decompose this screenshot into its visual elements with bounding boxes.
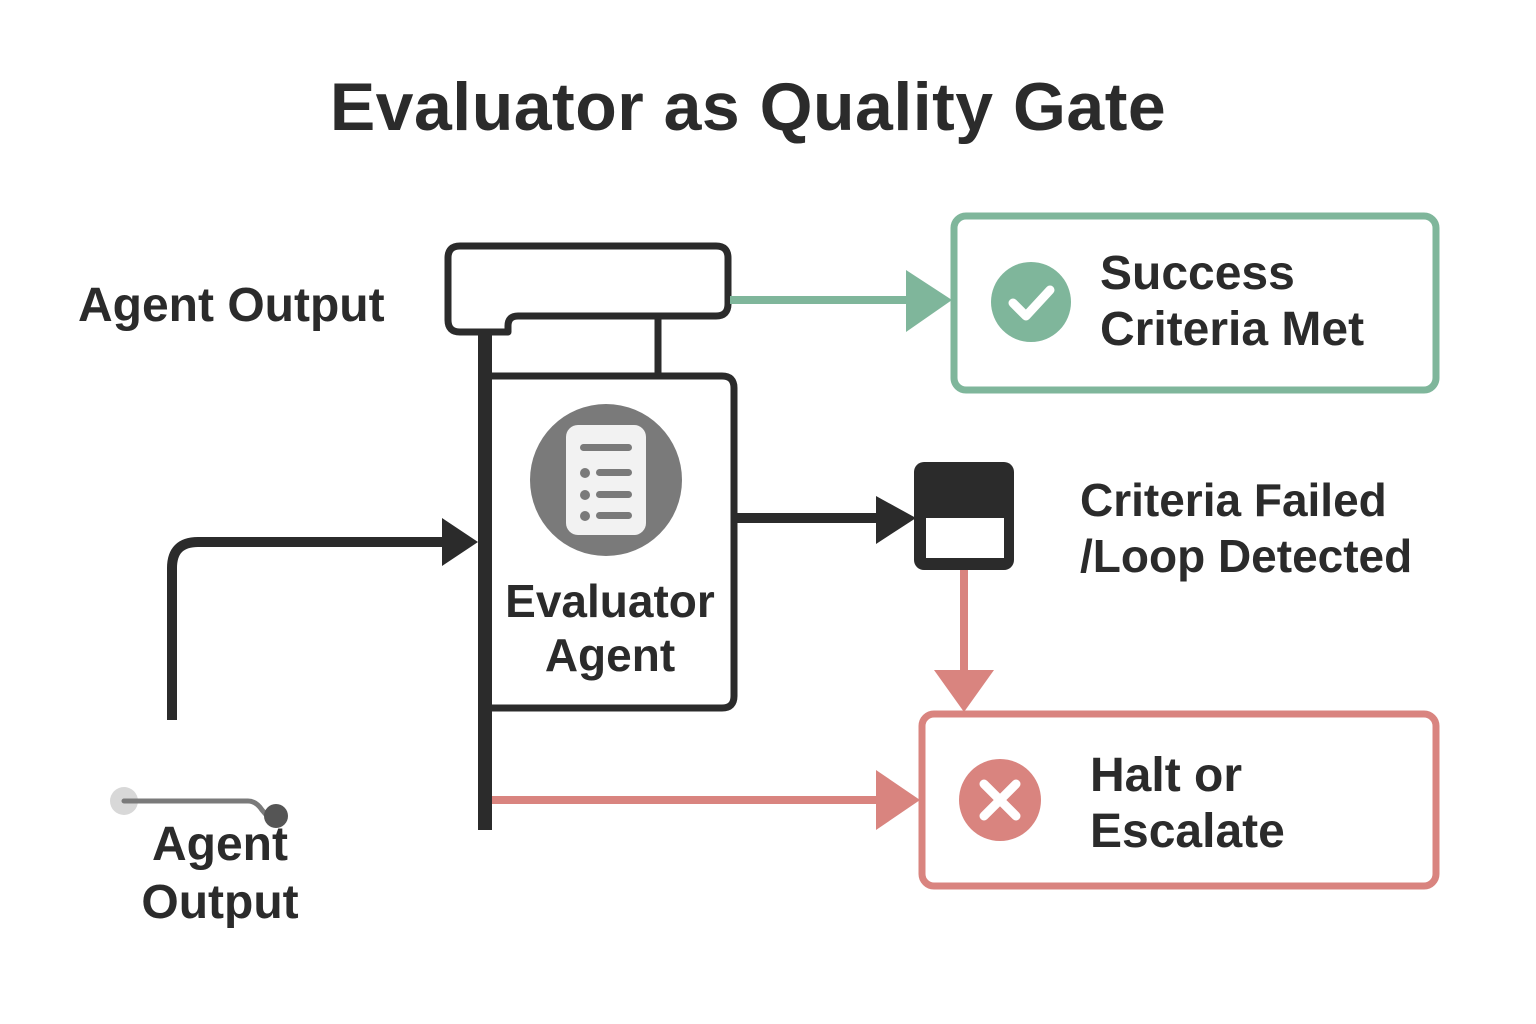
halt-escalate-label: Halt or Escalate bbox=[1090, 749, 1285, 858]
success-criteria-label: Success Criteria Met bbox=[1100, 247, 1365, 356]
checklist-icon bbox=[530, 404, 682, 556]
input-capsule bbox=[444, 242, 732, 336]
page-title: Evaluator as Quality Gate bbox=[329, 69, 1167, 145]
criteria-failed-label: Criteria Failed /Loop Detected bbox=[1080, 474, 1413, 582]
agent-output-label-top: Agent Output bbox=[78, 279, 385, 332]
success-box bbox=[950, 212, 1440, 394]
evaluator-agent-label: Evaluator Agent bbox=[505, 575, 715, 681]
check-circle-icon bbox=[991, 262, 1071, 342]
halt-side-arrow-head bbox=[876, 770, 920, 830]
output-connector-icon bbox=[110, 787, 288, 828]
gate-block-icon bbox=[914, 462, 1014, 570]
input-arrow-path bbox=[167, 537, 446, 720]
halt-box bbox=[918, 710, 1440, 890]
fail-arrow-head bbox=[876, 496, 916, 544]
agent-output-label-bottom: Agent Output bbox=[141, 818, 299, 929]
success-arrow-head bbox=[906, 270, 952, 332]
input-arrow-head bbox=[442, 518, 478, 566]
halt-down-arrow-head bbox=[934, 670, 994, 712]
x-circle-icon bbox=[959, 759, 1041, 841]
